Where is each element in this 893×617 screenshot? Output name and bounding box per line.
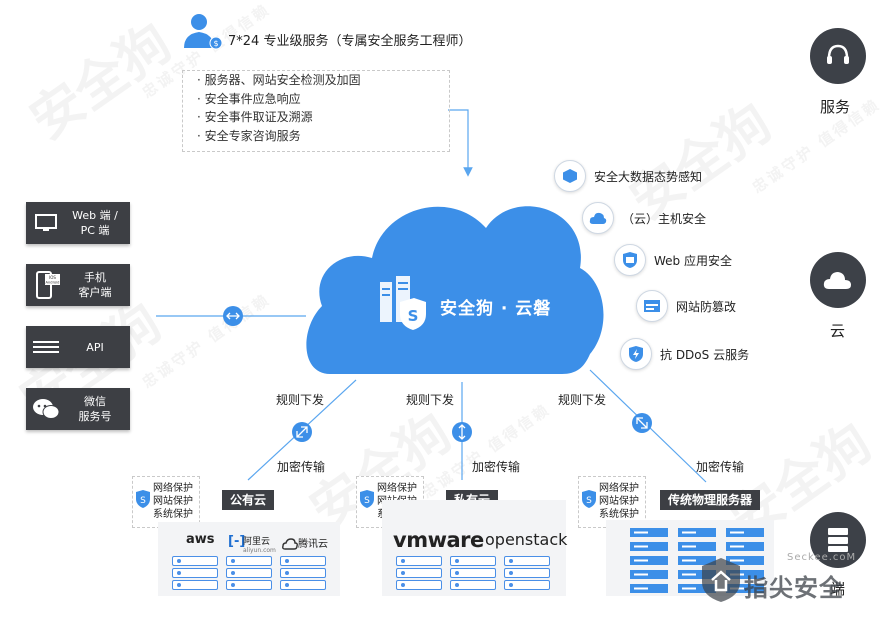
server-row <box>504 556 550 566</box>
tencent-cloud-icon <box>282 535 298 554</box>
headset-icon <box>810 28 866 84</box>
feature-label: 抗 DDoS 云服务 <box>660 348 750 362</box>
svg-text:S: S <box>140 496 146 506</box>
engineer-icon: $ <box>184 14 223 50</box>
link-node-icon <box>452 422 472 442</box>
client-web-pc: Web 端 /PC 端 <box>26 202 130 244</box>
cloud-shape <box>306 206 604 374</box>
service-item: · 安全事件应急响应 <box>197 91 301 106</box>
cloud-icon <box>810 252 866 308</box>
protection-box: S 网络保护 网站保护 系统保护 <box>132 476 200 528</box>
svg-text:S: S <box>364 496 370 506</box>
feature-label: 安全大数据态势感知 <box>594 170 703 184</box>
server-row <box>504 568 550 578</box>
feature-label: Web 应用安全 <box>654 254 732 268</box>
server-row <box>450 580 496 590</box>
server-row <box>280 556 326 566</box>
openstack-logo: openstack <box>485 530 568 549</box>
svg-text:S: S <box>408 307 419 325</box>
shield-icon: S <box>582 490 596 508</box>
server-icon <box>810 512 866 568</box>
server-row <box>396 580 442 590</box>
encrypt-label: 加密传输 <box>472 460 521 474</box>
service-item: · 安全专家咨询服务 <box>197 128 301 143</box>
server-row <box>396 568 442 578</box>
vmware-logo: vmware <box>393 528 484 552</box>
server-row <box>504 580 550 590</box>
encrypt-label: 加密传输 <box>696 460 745 474</box>
client-api: API <box>26 326 130 368</box>
server-row <box>226 556 272 566</box>
side-label-endpoint: 端 <box>830 580 846 598</box>
deployment-label-physical: 传统物理服务器 <box>660 490 761 510</box>
aliyun-logo-icon: [-] <box>228 534 246 549</box>
monitor-icon <box>35 214 57 231</box>
server-row <box>226 568 272 578</box>
server-row <box>280 568 326 578</box>
server-row <box>450 556 496 566</box>
shield-icon: S <box>136 490 150 508</box>
service-list: · 服务器、网站安全检测及加固 · 安全事件应急响应 · 安全事件取证及溯源 ·… <box>182 70 450 152</box>
rule-label: 规则下发 <box>406 393 455 407</box>
service-item: · 服务器、网站安全检测及加固 <box>197 73 361 87</box>
rule-label: 规则下发 <box>558 393 607 407</box>
aws-logo: aws <box>186 532 215 547</box>
service-title: 7*24 专业级服务（专属安全服务工程师） <box>228 34 472 49</box>
web-page-icon <box>636 290 668 322</box>
server-row <box>226 580 272 590</box>
cloud-label: 安全狗 · 云磐 <box>440 299 552 319</box>
brand-watermark: 指尖安全 <box>744 574 844 602</box>
data-cube-icon <box>554 160 586 192</box>
server-row <box>396 556 442 566</box>
link-node-icon <box>292 422 312 442</box>
side-label-cloud: 云 <box>830 322 846 340</box>
feature-label: （云）主机安全 <box>622 212 707 226</box>
server-row <box>172 556 218 566</box>
svg-text:S: S <box>586 496 592 506</box>
svg-text:IOS: IOS <box>49 275 56 280</box>
corner-logo-icon <box>702 558 740 602</box>
cloud-icon <box>582 202 614 234</box>
rule-label: 规则下发 <box>276 393 325 407</box>
site-watermark: Seckee.coM <box>787 552 857 563</box>
physical-servers-icon <box>630 528 764 593</box>
ddos-shield-icon <box>620 338 652 370</box>
server-row <box>450 568 496 578</box>
encrypt-label: 加密传输 <box>277 460 326 474</box>
svg-text:Android: Android <box>46 281 60 285</box>
client-wechat: 微信服务号 <box>26 388 130 430</box>
server-row <box>172 580 218 590</box>
server-row <box>172 568 218 578</box>
protection-box: S 网络保护 网站保护 系统保护 <box>578 476 646 528</box>
side-label-service: 服务 <box>820 98 851 116</box>
web-shield-icon <box>614 244 646 276</box>
svg-text:$: $ <box>213 39 218 48</box>
link-node-icon <box>632 413 652 433</box>
link-node-icon <box>223 306 243 326</box>
api-icon <box>33 341 59 353</box>
tencent-logo: 腾讯云 <box>298 539 328 550</box>
service-item: · 安全事件取证及溯源 <box>197 110 313 124</box>
wechat-icon <box>33 399 60 419</box>
server-shield-icon: S <box>380 276 426 330</box>
shield-icon: S <box>360 490 374 508</box>
feature-label: 网站防篡改 <box>676 300 737 314</box>
deployment-label-public: 公有云 <box>222 490 275 510</box>
server-row <box>280 580 326 590</box>
